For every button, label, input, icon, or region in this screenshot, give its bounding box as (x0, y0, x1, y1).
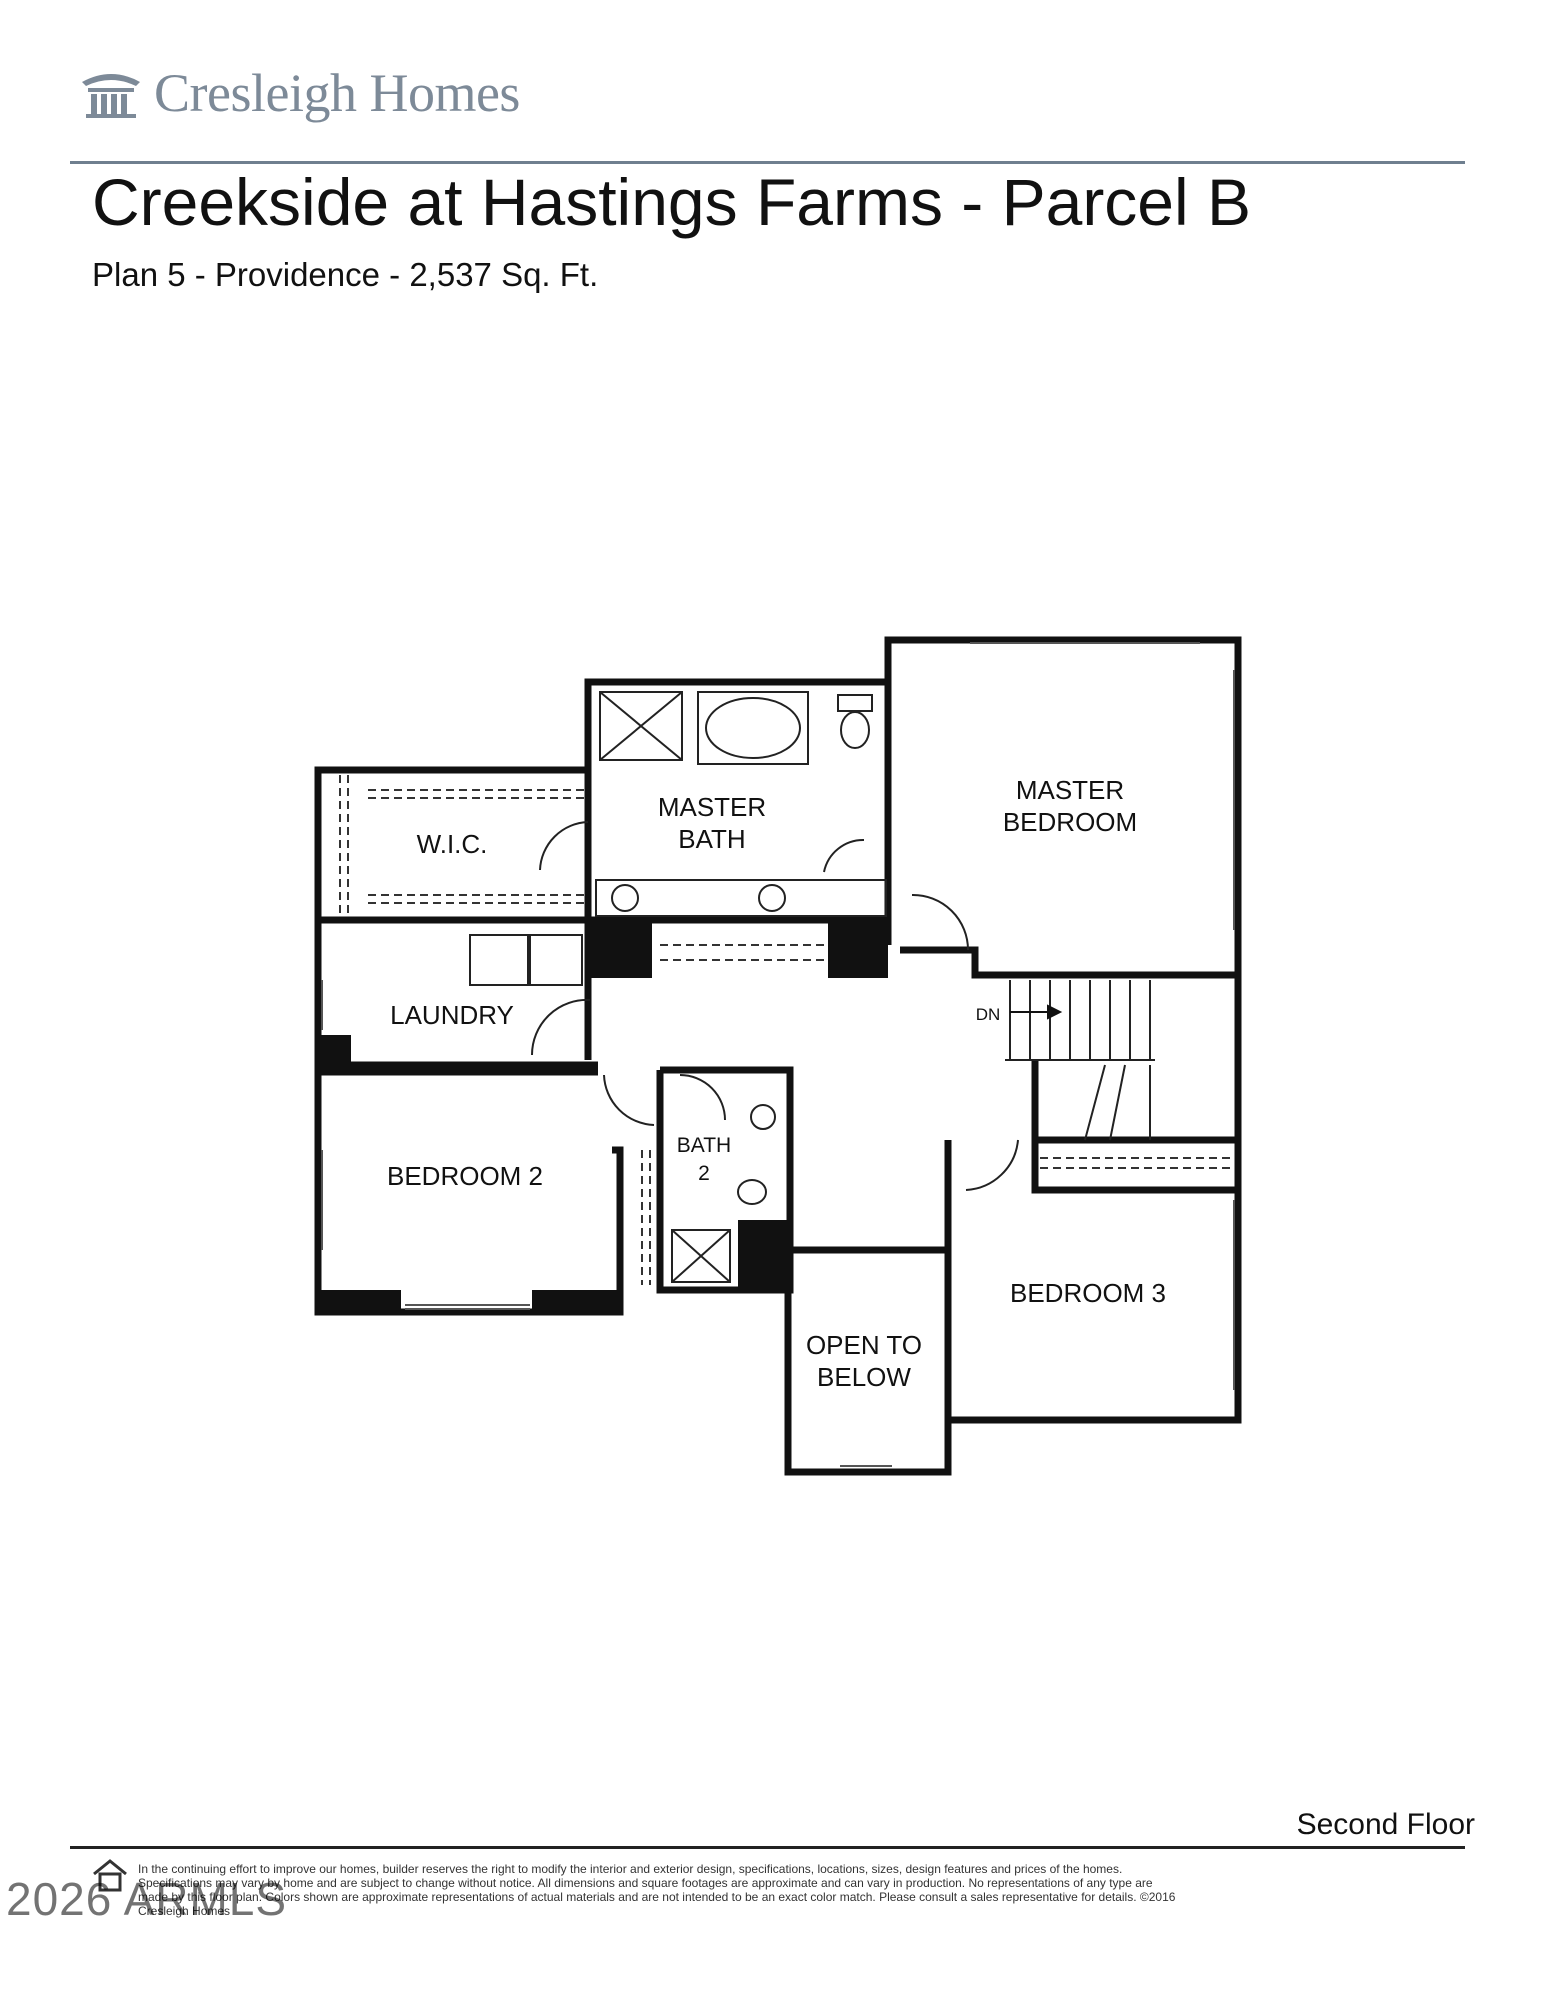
label-master-bath-1: MASTER (658, 792, 766, 822)
brand-logo: Cresleigh Homes (78, 62, 520, 124)
label-bedroom-3: BEDROOM 3 (1010, 1278, 1166, 1308)
label-master-bedroom-2: BEDROOM (1003, 807, 1137, 837)
header-divider (70, 161, 1465, 164)
label-open-below-1: OPEN TO (806, 1330, 922, 1360)
bedroom3-walls (944, 1140, 1242, 1424)
laundry-walls (314, 920, 598, 1069)
footer-divider (70, 1846, 1465, 1849)
label-master-bedroom-1: MASTER (1016, 775, 1124, 805)
label-open-below-2: BELOW (817, 1362, 911, 1392)
page-title: Creekside at Hastings Farms - Parcel B (92, 165, 1252, 239)
label-bath2-2: 2 (698, 1162, 710, 1185)
label-wic: W.I.C. (417, 829, 488, 859)
label-bedroom-2: BEDROOM 2 (387, 1161, 543, 1191)
label-master-bath-2: BATH (678, 824, 745, 854)
columns-icon (82, 74, 140, 118)
plan-subtitle: Plan 5 - Providence - 2,537 Sq. Ft. (92, 256, 599, 293)
bedroom2-walls (314, 1068, 624, 1316)
label-laundry: LAUNDRY (390, 1000, 514, 1030)
floor-plan: W.I.C. MASTER BATH MASTER BEDROOM LAUNDR… (314, 636, 1242, 1476)
watermark: 2026 ARMLS (6, 1873, 288, 1925)
master-bath-walls (584, 678, 888, 920)
footer-house-icon (92, 1858, 128, 1897)
label-bath2-1: BATH (677, 1134, 731, 1157)
brand-name: Cresleigh Homes (154, 63, 520, 123)
open-below-walls (784, 1246, 952, 1476)
floor-label: Second Floor (1296, 1808, 1475, 1841)
disclaimer-text: In the continuing effort to improve our … (138, 1862, 1176, 1918)
label-stairs-dn: DN (976, 1005, 1001, 1024)
